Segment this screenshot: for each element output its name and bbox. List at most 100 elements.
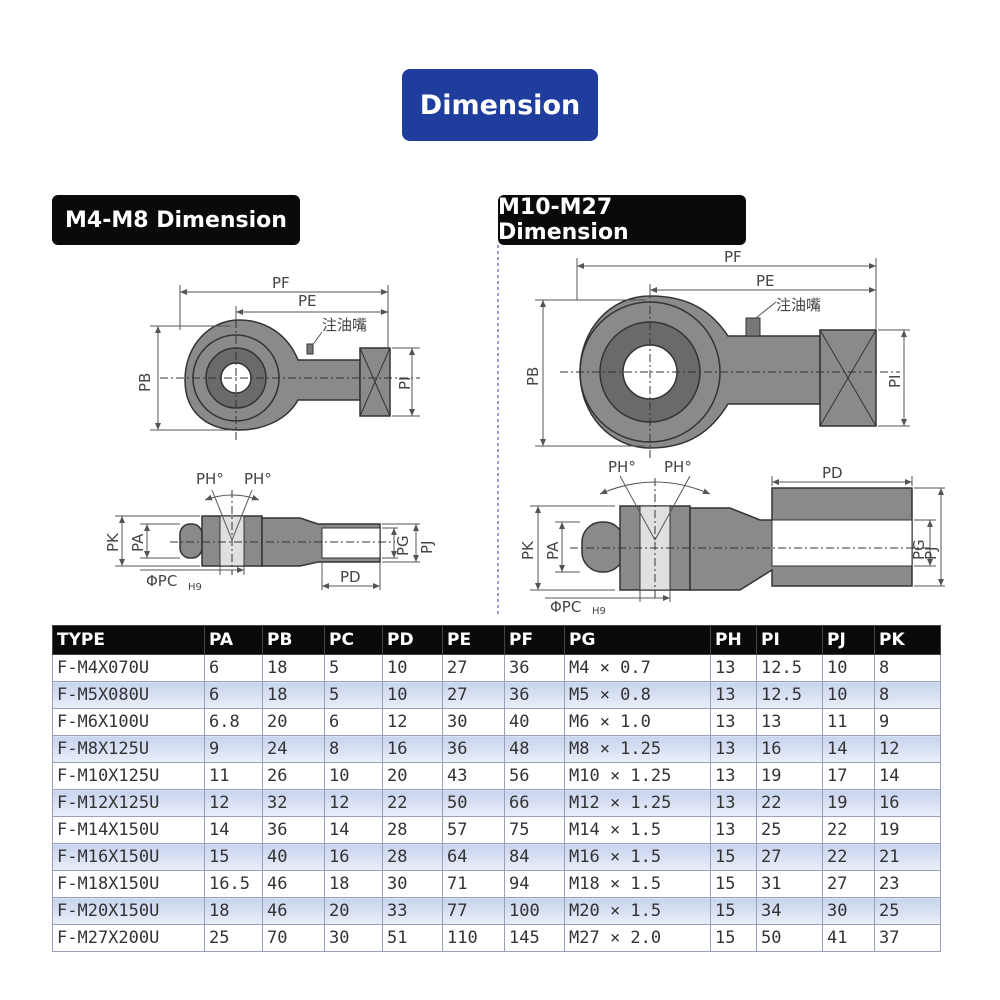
table-cell: M16 × 1.5	[564, 843, 711, 871]
table-cell: 30	[442, 708, 505, 736]
table-cell: 145	[504, 924, 565, 952]
page-title: Dimension	[402, 69, 598, 141]
table-cell: 8	[874, 681, 941, 709]
table-cell: 13	[710, 735, 757, 763]
right-h9-label: H9	[592, 606, 606, 617]
left-pk-label: PK	[104, 532, 122, 552]
right-pe-label: PE	[756, 272, 775, 290]
table-cell: 8	[874, 654, 941, 682]
table-cell: F-M12X125U	[52, 789, 205, 817]
column-header: PI	[756, 625, 823, 655]
table-cell: 13	[710, 789, 757, 817]
column-header: TYPE	[52, 625, 205, 655]
table-cell: 18	[262, 654, 325, 682]
table-cell: 37	[874, 924, 941, 952]
table-cell: 18	[262, 681, 325, 709]
table-cell: 20	[324, 897, 383, 925]
table-cell: 30	[324, 924, 383, 952]
table-cell: 17	[822, 762, 875, 790]
table-cell: 64	[442, 843, 505, 871]
right-ph-label-a: PH°	[608, 458, 636, 476]
table-cell: 20	[382, 762, 443, 790]
table-cell: F-M10X125U	[52, 762, 205, 790]
left-pc-label: ΦPC	[146, 572, 177, 590]
table-cell: F-M27X200U	[52, 924, 205, 952]
table-cell: 23	[874, 870, 941, 898]
table-cell: 22	[822, 843, 875, 871]
table-cell: F-M6X100U	[52, 708, 205, 736]
table-cell: 26	[262, 762, 325, 790]
table-cell: 56	[504, 762, 565, 790]
table-cell: F-M5X080U	[52, 681, 205, 709]
right-pb-label: PB	[524, 367, 542, 386]
table-cell: 11	[204, 762, 263, 790]
table-cell: 10	[382, 681, 443, 709]
table-cell: 75	[504, 816, 565, 844]
table-cell: 94	[504, 870, 565, 898]
table-cell: 12	[324, 789, 383, 817]
m10-m27-section-title: M10-M27 Dimension	[498, 195, 746, 245]
table-cell: 22	[756, 789, 823, 817]
right-pj-label: PJ	[922, 547, 940, 560]
right-pi-label: PI	[886, 375, 904, 388]
table-cell: 36	[262, 816, 325, 844]
left-pd-label: PD	[340, 568, 361, 586]
table-cell: 40	[504, 708, 565, 736]
table-cell: F-M8X125U	[52, 735, 205, 763]
column-header: PH	[710, 625, 757, 655]
table-cell: M8 × 1.25	[564, 735, 711, 763]
table-cell: 5	[324, 681, 383, 709]
table-cell: 30	[822, 897, 875, 925]
table-cell: 13	[756, 708, 823, 736]
table-cell: 6.8	[204, 708, 263, 736]
right-pd-label: PD	[822, 464, 843, 482]
table-cell: 71	[442, 870, 505, 898]
left-pg-label: PG	[394, 535, 412, 556]
left-pe-label: PE	[298, 292, 317, 310]
table-cell: F-M20X150U	[52, 897, 205, 925]
table-cell: 13	[710, 816, 757, 844]
table-cell: 32	[262, 789, 325, 817]
table-cell: 14	[822, 735, 875, 763]
table-cell: M20 × 1.5	[564, 897, 711, 925]
table-cell: 27	[756, 843, 823, 871]
column-header: PD	[382, 625, 443, 655]
table-cell: 8	[324, 735, 383, 763]
column-header: PF	[504, 625, 565, 655]
table-cell: M27 × 2.0	[564, 924, 711, 952]
technical-drawings: PF PE 注油嘴 PB PI PH° PH° PK PA PG	[104, 245, 945, 617]
column-header: PE	[442, 625, 505, 655]
table-cell: 12.5	[756, 681, 823, 709]
m10-m27-top-view	[535, 258, 910, 460]
left-pj-label: PJ	[418, 541, 436, 554]
table-cell: 46	[262, 897, 325, 925]
left-pf-label: PF	[272, 274, 290, 292]
column-header: PK	[874, 625, 941, 655]
right-pk-label: PK	[519, 540, 537, 560]
m10-m27-side-view	[530, 475, 945, 602]
table-cell: 41	[822, 924, 875, 952]
table-cell: 13	[710, 762, 757, 790]
left-pi-label: PI	[396, 377, 414, 390]
table-cell: 66	[504, 789, 565, 817]
table-cell: 25	[204, 924, 263, 952]
table-cell: 10	[822, 654, 875, 682]
table-cell: 16	[874, 789, 941, 817]
table-cell: M14 × 1.5	[564, 816, 711, 844]
table-cell: 16	[324, 843, 383, 871]
table-cell: 46	[262, 870, 325, 898]
column-header: PB	[262, 625, 325, 655]
table-cell: M4 × 0.7	[564, 654, 711, 682]
table-cell: F-M18X150U	[52, 870, 205, 898]
right-pc-label: ΦPC	[550, 598, 581, 616]
table-cell: M12 × 1.25	[564, 789, 711, 817]
right-ph-label-b: PH°	[664, 458, 692, 476]
table-cell: 27	[822, 870, 875, 898]
table-cell: 36	[504, 654, 565, 682]
